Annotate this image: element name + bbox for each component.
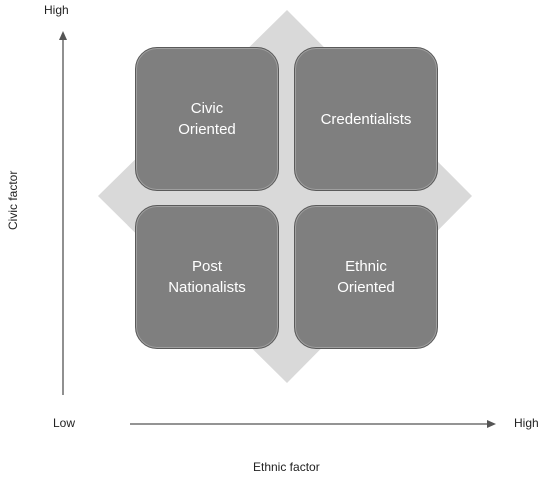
quadrant-civic-oriented: Civic Oriented: [135, 47, 279, 191]
quadrant-label: Civic Oriented: [178, 100, 236, 138]
x-axis-arrowhead: [487, 420, 496, 428]
x-axis-title: Ethnic factor: [253, 460, 320, 474]
quadrant-ethnic-oriented: Ethnic Oriented: [294, 205, 438, 349]
quadrant-label: Post Nationalists: [168, 258, 246, 296]
y-axis-high-label: High: [44, 3, 69, 17]
y-axis-title: Civic factor: [6, 170, 20, 230]
quadrant-credentialists: Credentialists: [294, 47, 438, 191]
quadrant-post-nationalists: Post Nationalists: [135, 205, 279, 349]
quadrant-label: Credentialists: [320, 110, 412, 128]
y-axis-arrowhead: [59, 31, 67, 40]
x-axis-high-label: High: [514, 416, 539, 430]
x-axis-low-label: Low: [53, 416, 76, 430]
quadrant-label: Ethnic Oriented: [337, 258, 395, 296]
